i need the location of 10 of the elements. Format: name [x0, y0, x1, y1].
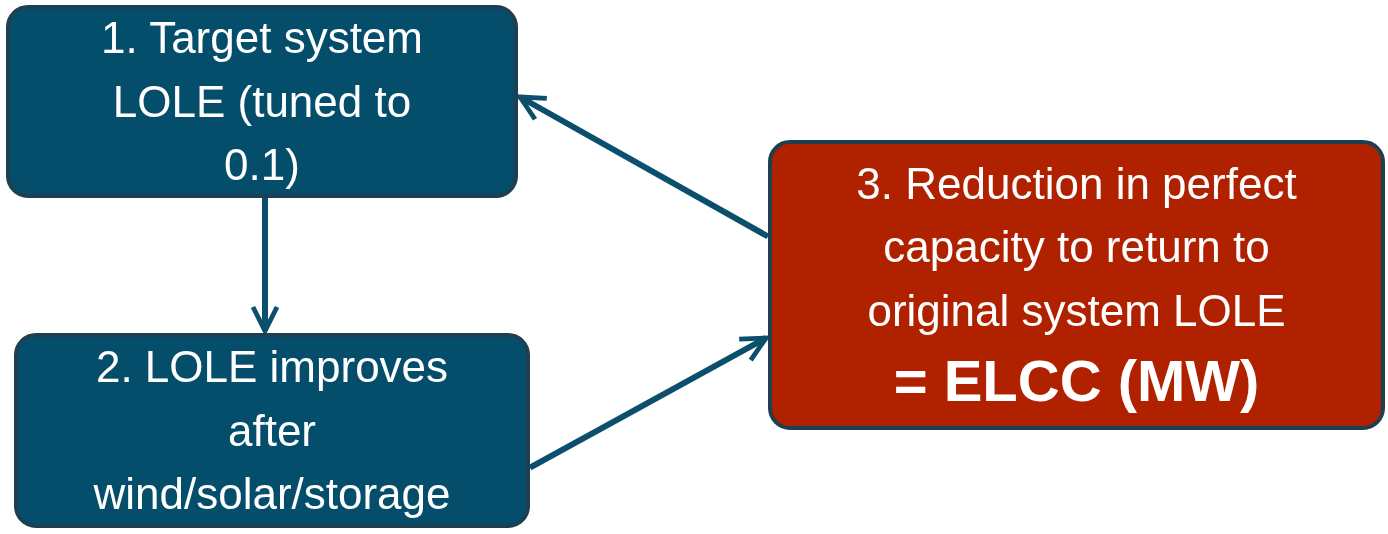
box-text: 3. Reduction in perfect capacity to return to original system LOLE — [855, 157, 1298, 338]
arrow — [250, 198, 280, 334]
result-formula: = ELCC (MW) — [893, 347, 1260, 415]
box-text: 1. Target system LOLE (tuned to 0.1) — [100, 11, 424, 192]
arrow — [528, 335, 769, 471]
box-text: 2. LOLE improves after wind/solar/storage — [92, 340, 452, 521]
arrow — [517, 94, 770, 240]
process-box — [768, 140, 1385, 430]
process-box — [6, 5, 518, 198]
process-box — [14, 333, 530, 528]
